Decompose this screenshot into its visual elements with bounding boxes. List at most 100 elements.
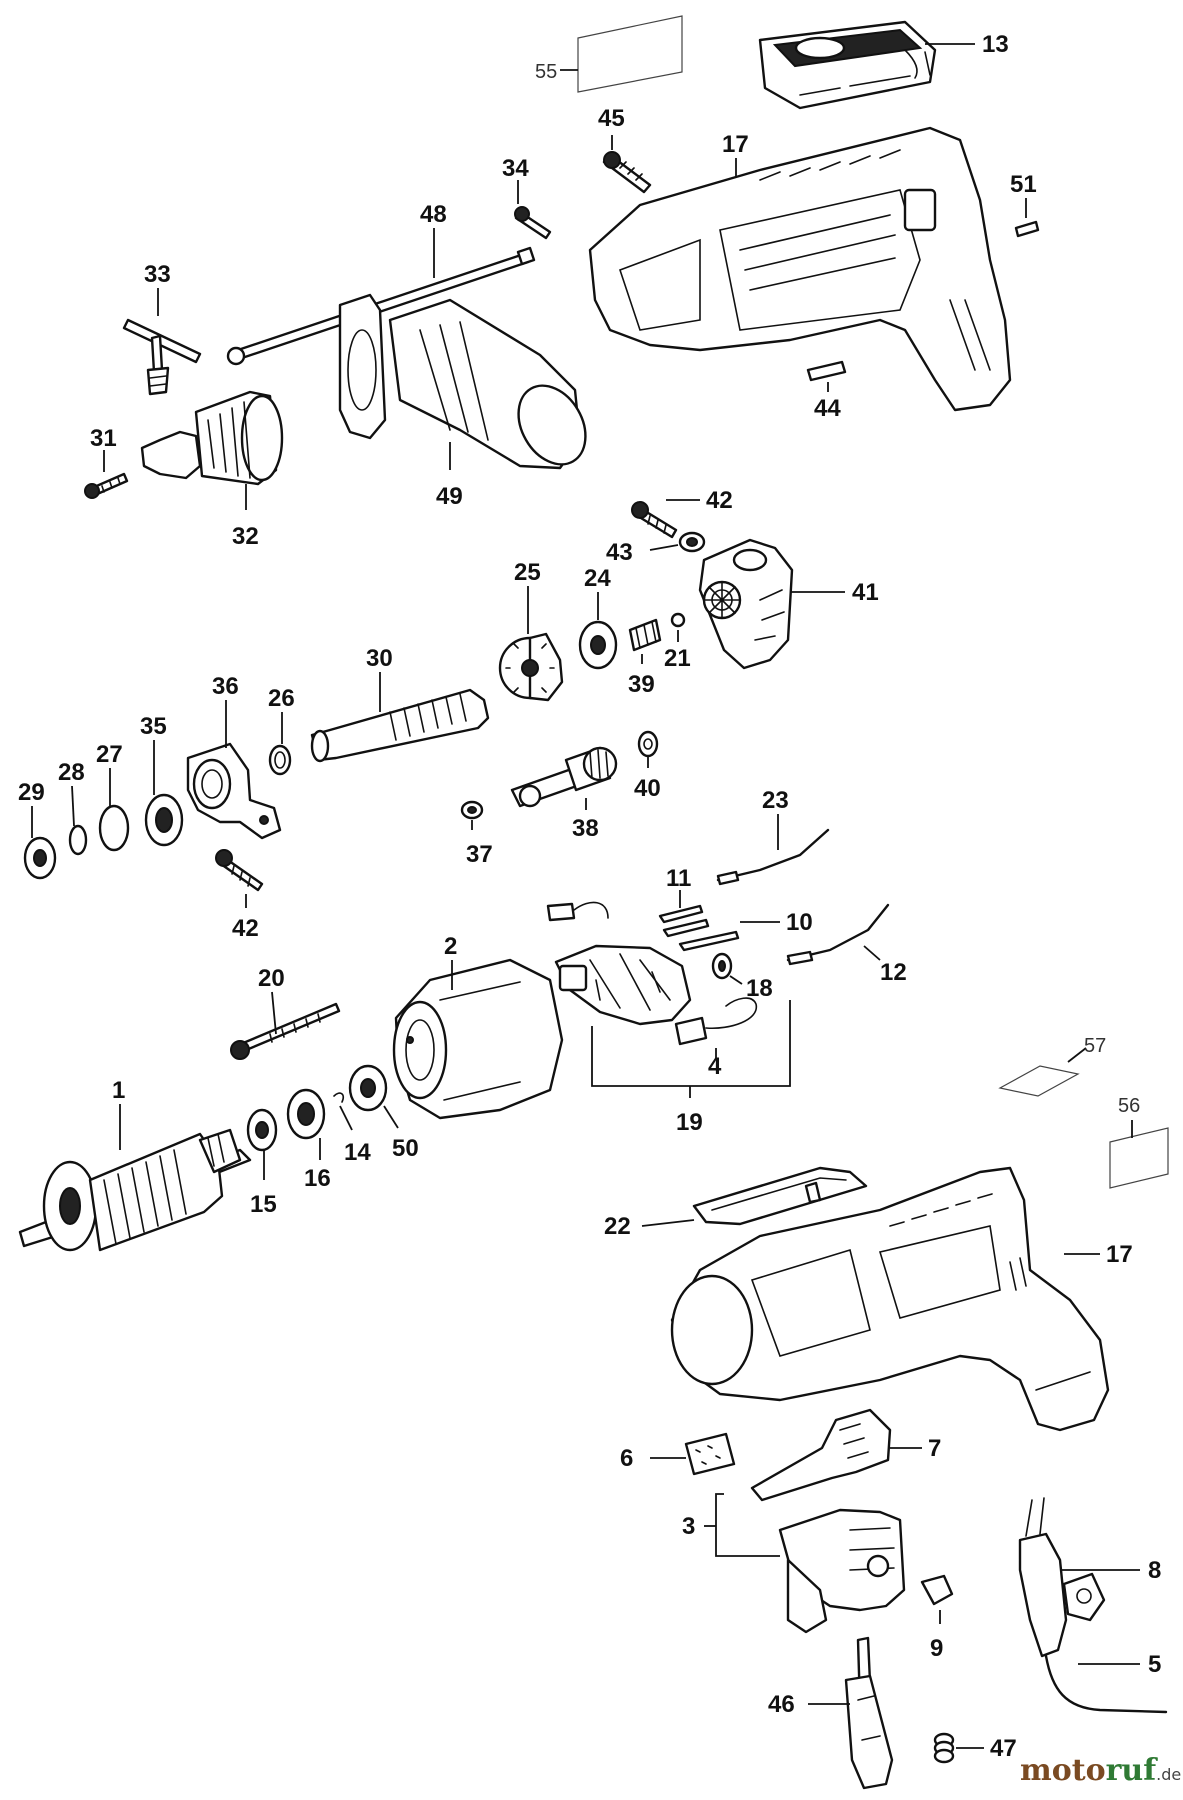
- callout-31: 31: [90, 425, 117, 452]
- gear-housing-41: 41: [698, 538, 879, 670]
- callout-42-bottom: 42: [232, 915, 259, 942]
- stator-2: 2: [392, 933, 564, 1120]
- callout-36: 36: [212, 673, 239, 700]
- carbon-brush-4: 4: [674, 997, 757, 1080]
- watermark-part-b: ruf: [1106, 1753, 1159, 1788]
- callout-17-bottom: 17: [1106, 1241, 1133, 1268]
- screw-20: 20: [230, 965, 341, 1060]
- side-handle-49: 49: [338, 293, 587, 510]
- bearing-35: 35: [140, 713, 184, 847]
- callout-11: 11: [666, 865, 691, 892]
- callout-42-top: 42: [706, 487, 733, 514]
- seal-29: 29: [18, 779, 57, 880]
- callout-34: 34: [502, 155, 529, 182]
- ring-28: 28: [58, 759, 88, 856]
- bearing-50: 50: [348, 1064, 419, 1162]
- callout-46: 46: [768, 1691, 795, 1718]
- callout-13: 13: [982, 31, 1009, 58]
- callout-48: 48: [420, 201, 447, 228]
- callout-55: 55: [535, 61, 557, 83]
- switch-actuator-7: 7: [750, 1408, 941, 1502]
- callout-10: 10: [786, 909, 813, 936]
- pin-51: 51: [1010, 171, 1040, 238]
- ball-21: 21: [664, 612, 691, 672]
- callout-8: 8: [1148, 1557, 1161, 1584]
- svg-text:motoruf.de: motoruf.de: [1020, 1753, 1181, 1788]
- callout-18: 18: [746, 975, 773, 1002]
- brush-holder-19: 19: [546, 901, 791, 1136]
- callout-3: 3: [682, 1513, 695, 1540]
- callout-49: 49: [436, 483, 463, 510]
- callout-32: 32: [232, 523, 259, 550]
- callout-16: 16: [304, 1165, 331, 1192]
- callout-38: 38: [572, 815, 599, 842]
- armature-1: 1: [18, 1077, 252, 1252]
- callout-33: 33: [144, 261, 171, 288]
- callout-14: 14: [344, 1139, 371, 1166]
- label-card-56: 56: [1109, 1095, 1169, 1189]
- pinion-38: 38: [510, 746, 618, 842]
- callout-21: 21: [664, 645, 691, 672]
- callout-4: 4: [708, 1053, 722, 1080]
- callout-35: 35: [140, 713, 167, 740]
- callout-29: 29: [18, 779, 45, 806]
- drill-chuck-32: 32: [140, 390, 284, 550]
- foam-pad-6: 6: [620, 1432, 736, 1476]
- o-ring-27: 27: [96, 741, 130, 852]
- housing-half-17-bottom: 17: [670, 1166, 1133, 1432]
- callout-56: 56: [1118, 1095, 1140, 1117]
- callout-41: 41: [852, 579, 879, 606]
- screw-45: 45: [598, 105, 652, 194]
- clip-14: 14: [333, 1092, 371, 1166]
- screw-42-top: 42: [631, 487, 733, 539]
- callout-27: 27: [96, 741, 123, 768]
- watermark-part-a: moto: [1020, 1753, 1106, 1788]
- callout-15: 15: [250, 1191, 277, 1218]
- strain-relief-8: 8: [1018, 1497, 1161, 1658]
- depth-rod-48: 48: [226, 201, 536, 366]
- label-card-57: 57: [998, 1035, 1106, 1097]
- callout-20: 20: [258, 965, 285, 992]
- callout-37: 37: [466, 841, 493, 868]
- callout-9: 9: [930, 1635, 943, 1662]
- gear-25: 25: [498, 559, 564, 702]
- callout-30: 30: [366, 645, 393, 672]
- bearing-16: 16: [286, 1088, 331, 1192]
- switch-cover-13: 13: [758, 20, 1009, 110]
- callout-50: 50: [392, 1135, 419, 1162]
- chuck-key-33: 33: [122, 261, 202, 396]
- clip-18: 18: [711, 952, 773, 1002]
- callout-47: 47: [990, 1735, 1017, 1762]
- callout-51: 51: [1010, 171, 1037, 198]
- wire-12: 12: [786, 903, 907, 986]
- washer-40: 40: [634, 730, 661, 802]
- callout-25: 25: [514, 559, 541, 586]
- callout-19: 19: [676, 1109, 703, 1136]
- callout-28: 28: [58, 759, 85, 786]
- bearing-15: 15: [246, 1108, 278, 1218]
- callout-17-top: 17: [722, 131, 749, 158]
- callout-6: 6: [620, 1445, 633, 1472]
- selector-46: 46: [768, 1636, 894, 1790]
- screw-42-bottom: 42: [215, 849, 264, 942]
- cable-clamp-9: 9: [920, 1574, 954, 1662]
- terminal-10: 10: [678, 909, 813, 952]
- callout-43: 43: [606, 539, 633, 566]
- pin-44: 44: [806, 360, 847, 422]
- callout-57: 57: [1084, 1035, 1106, 1057]
- circlip-26: 26: [268, 685, 295, 776]
- bracket-36: 36: [186, 673, 282, 840]
- callout-45: 45: [598, 105, 625, 132]
- label-card-55: 55: [535, 15, 683, 93]
- callout-2: 2: [444, 933, 457, 960]
- site-watermark: motoruf.de: [1020, 1753, 1181, 1788]
- spindle-30: 30: [310, 645, 490, 763]
- nut-43: 43: [606, 531, 706, 566]
- bearing-24: 24: [578, 565, 618, 670]
- callout-44: 44: [814, 395, 841, 422]
- callout-24: 24: [584, 565, 611, 592]
- callout-23: 23: [762, 787, 789, 814]
- callout-39: 39: [628, 671, 655, 698]
